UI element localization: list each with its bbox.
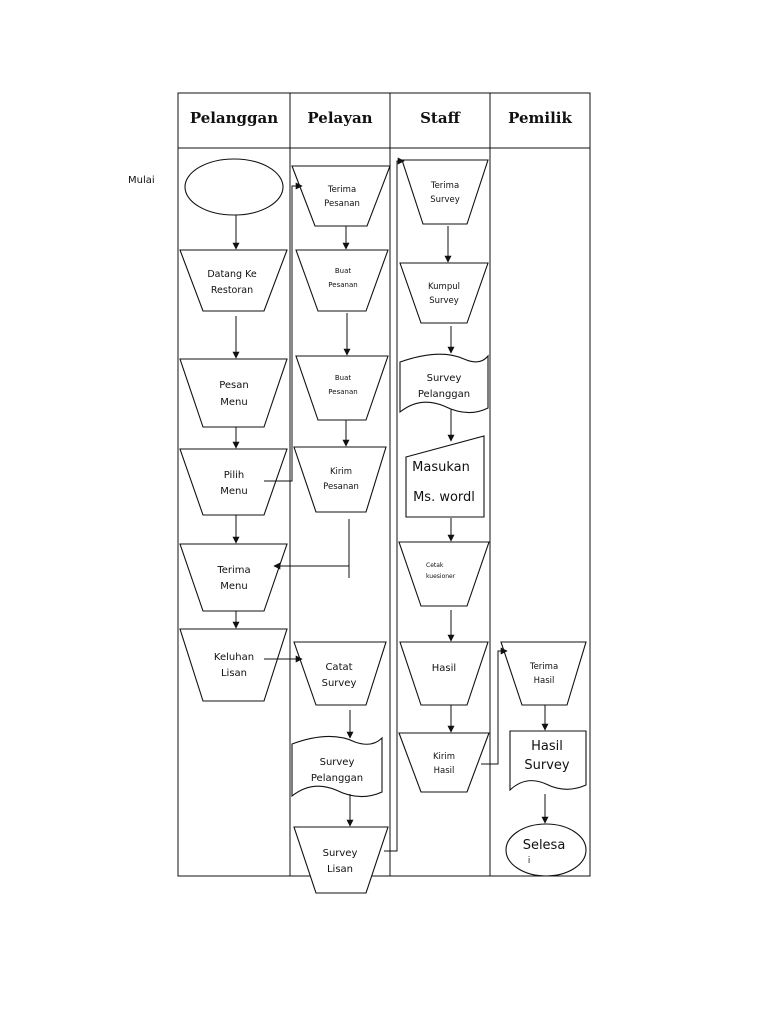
node-label-line: Terima: [430, 181, 459, 191]
node-label-line: Buat: [335, 267, 352, 275]
flow-connectors: [232, 157, 549, 852]
node-label-line: Masukan: [412, 460, 470, 475]
node-label-line: Catat: [325, 662, 352, 673]
node-terima-pesanan: Terima Pesanan: [291, 165, 391, 227]
node-buat-pesanan-2: Buat Pesanan: [295, 355, 389, 421]
node-pilih-menu: Pilih Menu: [179, 448, 288, 516]
node-selesai-terminator: Selesa i: [505, 823, 587, 877]
node-terima-hasil: Terima Hasil: [500, 641, 587, 706]
node-kumpul-survey: Kumpul Survey: [399, 262, 489, 324]
node-hasil-survey: Hasil Survey: [509, 730, 587, 792]
node-label-line: Survey: [429, 296, 459, 306]
node-label-line: Survey: [427, 373, 462, 384]
node-label-line: Pesanan: [324, 199, 360, 209]
node-label-line: Pelanggan: [311, 773, 363, 784]
node-label-line: Pesanan: [328, 281, 357, 289]
node-label-line: Hasil: [534, 676, 555, 686]
node-kirim-pesanan: Kirim Pesanan: [293, 446, 387, 513]
node-label-line: Hasil: [434, 766, 455, 776]
node-terima-menu: Terima Menu: [179, 543, 288, 612]
start-terminator: [184, 158, 284, 216]
node-survey-pelanggan-staff: Survey Pelanggan: [399, 353, 489, 414]
lane-header-pelanggan: Pelanggan: [190, 109, 278, 127]
node-label-line: Datang Ke: [207, 269, 257, 280]
node-label-line: Hasil: [531, 739, 563, 754]
node-label-line: Keluhan: [214, 652, 254, 663]
node-label-line: Kirim: [433, 752, 455, 762]
node-label-line: Menu: [220, 486, 247, 497]
node-survey-lisan: Survey Lisan: [293, 826, 389, 894]
node-label-line: Cetak: [426, 562, 444, 569]
node-label-line: Terima: [327, 185, 356, 195]
node-label-line: Kirim: [330, 467, 352, 477]
node-label-line: Survey: [320, 757, 355, 768]
node-label-line: Terima: [529, 662, 558, 672]
swimlane-frame: [177, 92, 591, 877]
node-label-line: Menu: [220, 581, 247, 592]
node-label-line: Terima: [216, 565, 250, 576]
node-label-line: Ms. wordl: [413, 490, 475, 505]
node-terima-survey: Terima Survey: [401, 159, 489, 225]
node-label-line: kuesioner: [426, 573, 456, 580]
start-side-label: Mulai: [128, 175, 155, 186]
node-datang-ke-restoran: Datang Ke Restoran: [179, 249, 288, 312]
node-label-line: Pesanan: [328, 388, 357, 396]
node-label-line: Pelanggan: [418, 389, 470, 400]
node-label-line: Survey: [323, 848, 358, 859]
node-label-line: Survey: [430, 195, 460, 205]
node-cetak-kuesioner: Cetak kuesioner: [398, 541, 490, 607]
lane-header-pelayan: Pelayan: [307, 109, 372, 127]
node-label-line: Lisan: [221, 668, 247, 679]
node-label-line: Pesanan: [323, 482, 359, 492]
node-label-line: Restoran: [211, 285, 253, 296]
node-hasil: Hasil: [399, 641, 489, 706]
node-label-line: Survey: [524, 758, 570, 773]
node-label-line: i: [528, 856, 530, 866]
node-pesan-menu: Pesan Menu: [179, 358, 288, 428]
node-keluhan-lisan: Keluhan Lisan: [179, 628, 288, 702]
node-buat-pesanan-1: Buat Pesanan: [295, 249, 389, 312]
node-label-line: Buat: [335, 374, 352, 382]
node-label-line: Pesan: [219, 380, 249, 391]
node-label-line: Lisan: [327, 864, 353, 875]
lane-header-pemilik: Pemilik: [508, 109, 572, 127]
node-kirim-hasil: Kirim Hasil: [398, 732, 490, 793]
lane-header-staff: Staff: [420, 109, 461, 127]
node-label-line: Hasil: [432, 663, 456, 674]
node-label-line: Pilih: [224, 470, 244, 481]
node-catat-survey: Catat Survey: [293, 641, 387, 706]
node-survey-pelanggan-pelayan: Survey Pelanggan: [291, 735, 383, 798]
node-label-line: Kumpul: [428, 282, 460, 292]
node-label-line: Selesa: [523, 838, 566, 853]
node-masukan-ms-word: Masukan Ms. wordl: [405, 435, 485, 518]
node-label-line: Survey: [322, 678, 357, 689]
node-label-line: Menu: [220, 397, 247, 408]
